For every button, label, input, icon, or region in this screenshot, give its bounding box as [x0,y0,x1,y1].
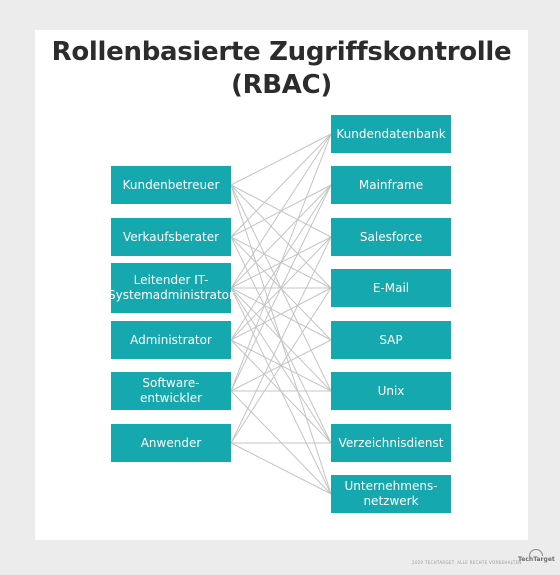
resource-sap: SAP [331,321,451,359]
connection-line [230,133,332,392]
title-line-2: (RBAC) [230,70,332,100]
resource-unix: Unix [331,372,451,410]
role-softwareentwickler: Software- entwickler [111,372,231,410]
connection-line [230,442,332,495]
connection-line [230,287,332,341]
resource-verzeichnisdienst: Verzeichnisdienst [331,424,451,462]
connection-line [230,236,332,444]
resource-email: E-Mail [331,269,451,307]
role-verkaufsberater: Verkaufsberater [111,218,231,256]
role-administrator: Administrator [111,321,231,359]
connection-line [230,184,332,392]
resource-salesforce: Salesforce [331,218,451,256]
logo-arc-icon [529,549,544,556]
title-line-1: Rollenbasierte Zugriffskontrolle [51,37,512,67]
role-kundenbetreuer: Kundenbetreuer [111,166,231,204]
resource-mainframe: Mainframe [331,166,451,204]
role-leitender-it-systemadministrator: Leitender IT- Systemadministrator [108,263,234,313]
role-anwender: Anwender [111,424,231,462]
resource-kundendatenbank: Kundendatenbank [331,115,451,153]
resource-unternehmensnetzwerk: Unternehmens- netzwerk [331,475,451,513]
connection-line [230,287,332,444]
techtarget-logo: TechTarget [518,549,555,563]
connection-line [230,133,332,238]
connection-line [230,184,332,289]
connection-line [230,133,332,289]
diagram-title: Rollenbasierte Zugriffskontrolle (RBAC) [35,36,528,102]
connection-line [230,133,332,186]
copyright-notice: 2020 TECHTARGET. ALLE RECHTE VORBEHALTEN [412,560,522,565]
logo-text: TechTarget [518,556,555,563]
